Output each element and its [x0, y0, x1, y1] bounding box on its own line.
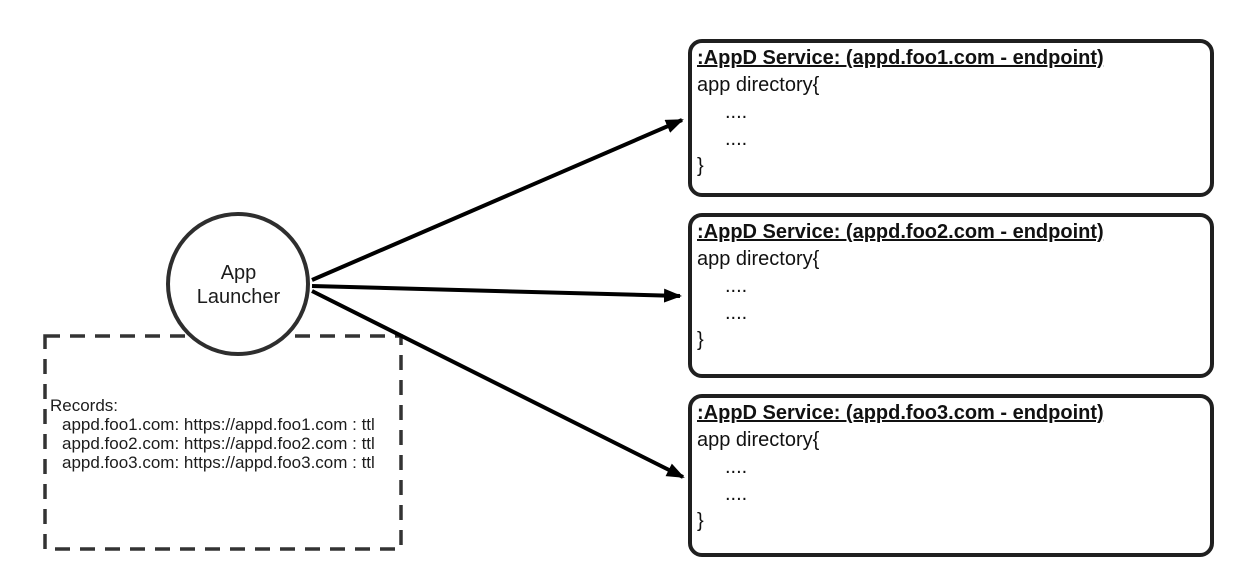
service-box-2-body-line: ....: [725, 302, 748, 324]
service-box-2-body-line: }: [697, 329, 704, 351]
service-box-3-body-line: ....: [725, 483, 748, 505]
app-launcher-circle: [166, 212, 310, 356]
record-entry: appd.foo1.com: https://appd.foo1.com : t…: [62, 415, 375, 434]
record-entry: appd.foo3.com: https://appd.foo3.com : t…: [62, 453, 375, 472]
service-box-1-title: :AppD Service: (appd.foo1.com - endpoint…: [697, 47, 1104, 69]
service-box-1: :AppD Service: (appd.foo1.com - endpoint…: [688, 39, 1214, 197]
arrow-to-service-3: [311, 289, 685, 479]
app-launcher-label: App Launcher: [168, 214, 309, 355]
record-entry: appd.foo2.com: https://appd.foo2.com : t…: [62, 434, 375, 453]
records-label: Records:: [50, 396, 119, 415]
service-box-2-body-line: ....: [725, 275, 748, 297]
app-launcher-label-line2: Launcher: [196, 285, 281, 308]
arrow-to-service-2: [311, 284, 682, 303]
service-box-3: :AppD Service: (appd.foo3.com - endpoint…: [688, 394, 1214, 557]
service-box-2: :AppD Service: (appd.foo2.com - endpoint…: [688, 213, 1214, 378]
arrow-to-service-1: [311, 118, 684, 282]
service-box-3-body-line: app directory{: [697, 429, 820, 451]
service-box-1-body-line: app directory{: [697, 74, 820, 96]
service-box-1-body-line: }: [697, 155, 704, 177]
service-box-1-body-line: ....: [725, 101, 748, 123]
service-box-2-body-line: app directory{: [697, 248, 820, 270]
service-box-3-title: :AppD Service: (appd.foo3.com - endpoint…: [697, 402, 1104, 424]
service-box-3-body-line: ....: [725, 456, 748, 478]
service-box-2-title: :AppD Service: (appd.foo2.com - endpoint…: [697, 221, 1104, 243]
service-box-1-body-line: ....: [725, 128, 748, 150]
records-panel: Records: appd.foo1.com: https://appd.foo…: [50, 396, 375, 472]
service-box-3-body-line: }: [697, 510, 704, 532]
app-launcher-label-line1: App: [220, 261, 257, 284]
